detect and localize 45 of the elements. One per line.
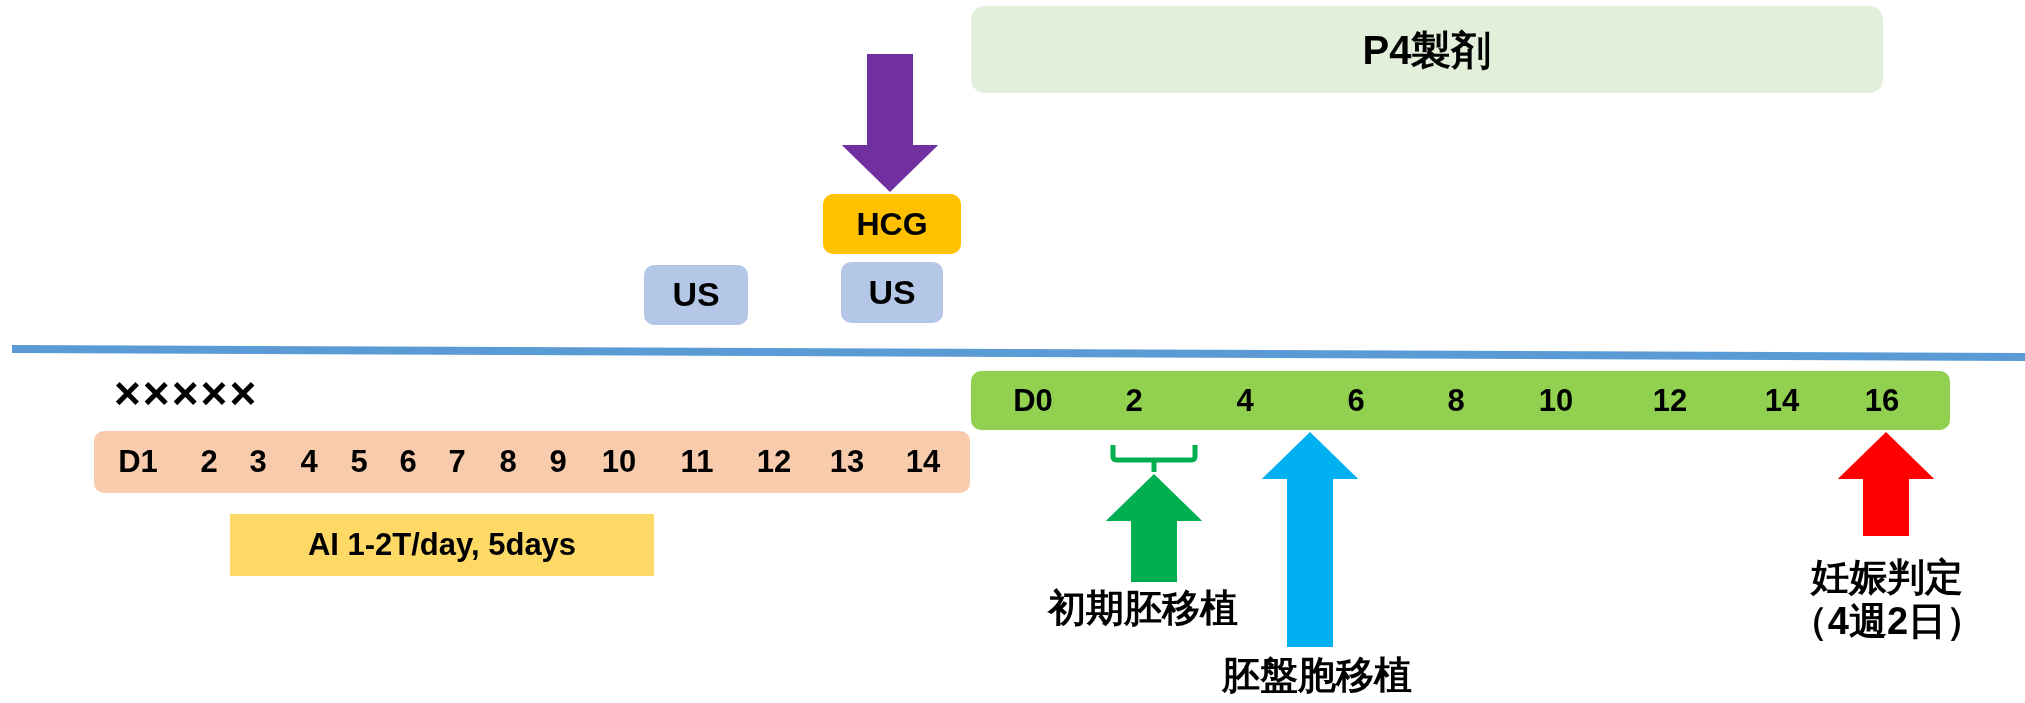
box-label: US bbox=[868, 272, 916, 313]
day-number: D0 bbox=[1013, 382, 1053, 419]
day-number: 14 bbox=[905, 444, 941, 480]
box-label: US bbox=[672, 275, 720, 315]
bracket bbox=[1110, 445, 1198, 472]
day-number: 8 bbox=[499, 444, 517, 480]
box-label: P4製剤 bbox=[1362, 26, 1492, 73]
block-arrow bbox=[1837, 432, 1935, 536]
day-number: 4 bbox=[300, 444, 318, 480]
box-label: AI 1-2T/day, 5days bbox=[307, 527, 577, 563]
day-number: 4 bbox=[1236, 382, 1254, 419]
label-box bbox=[823, 194, 961, 254]
transfer-day-bar bbox=[971, 371, 1950, 430]
block-arrow bbox=[1261, 432, 1359, 647]
day-number: D1 bbox=[118, 444, 158, 480]
day-number: 13 bbox=[829, 444, 865, 480]
block-arrow bbox=[1105, 474, 1203, 582]
day-number: 14 bbox=[1764, 382, 1800, 419]
cycle-day-bar bbox=[94, 431, 970, 493]
day-number: 8 bbox=[1447, 382, 1465, 419]
annotation-text: （4週2日） bbox=[1789, 600, 1985, 644]
day-number: 6 bbox=[399, 444, 417, 480]
annotation-text: 初期胚移植 bbox=[1048, 587, 1238, 631]
label-box bbox=[644, 265, 748, 325]
block-arrow bbox=[841, 54, 939, 192]
day-number: 9 bbox=[549, 444, 567, 480]
day-number: 2 bbox=[1125, 382, 1143, 419]
day-number: 12 bbox=[756, 444, 792, 480]
day-number: 10 bbox=[1538, 382, 1574, 419]
day-number: 7 bbox=[448, 444, 466, 480]
day-number: 16 bbox=[1864, 382, 1900, 419]
annotation-text: 妊娠判定 bbox=[1811, 556, 1963, 600]
label-box bbox=[841, 262, 943, 323]
annotation-text: 胚盤胞移植 bbox=[1222, 654, 1412, 698]
label-box bbox=[230, 514, 654, 576]
cross-marks: ××××× bbox=[114, 366, 259, 420]
drug-period-bar bbox=[971, 6, 1883, 93]
day-number: 3 bbox=[249, 444, 267, 480]
day-number: 12 bbox=[1652, 382, 1688, 419]
day-number: 10 bbox=[601, 444, 637, 480]
box-label: HCG bbox=[856, 205, 928, 243]
day-number: 5 bbox=[350, 444, 368, 480]
day-number: 11 bbox=[680, 444, 714, 480]
day-number: 6 bbox=[1347, 382, 1365, 419]
day-number: 2 bbox=[200, 444, 218, 480]
